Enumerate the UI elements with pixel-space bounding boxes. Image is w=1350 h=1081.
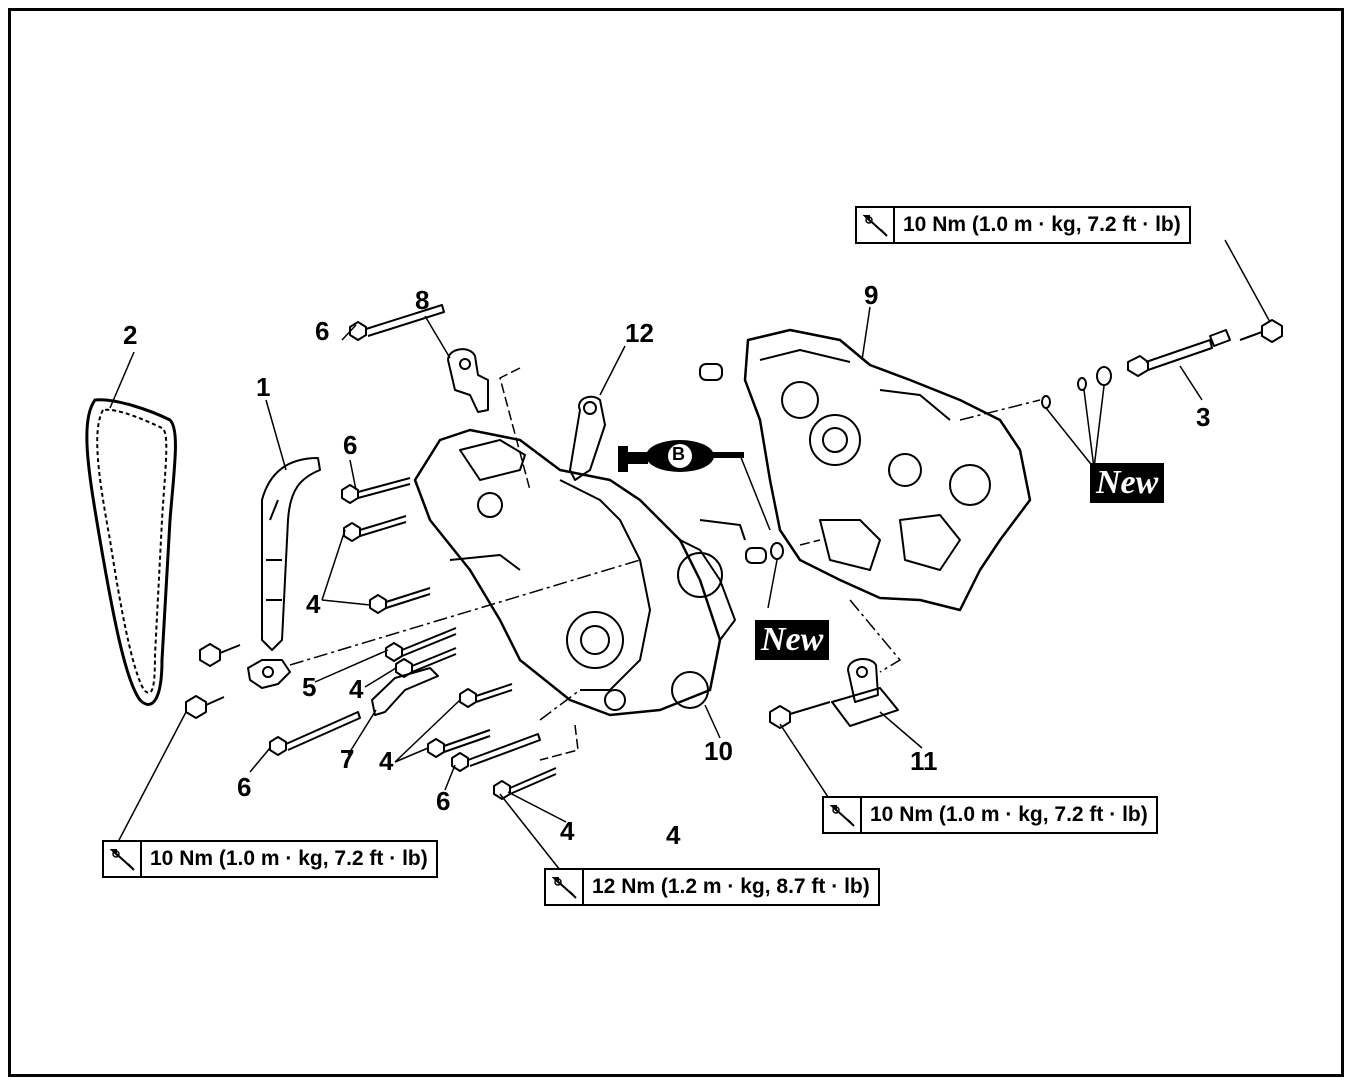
torque-wrench-icon bbox=[546, 870, 584, 904]
torque-spec-top-right: 10 Nm (1.0 m · kg, 7.2 ft · lb) bbox=[855, 206, 1191, 244]
callout-4: 4 bbox=[379, 746, 394, 776]
callout-11: 11 bbox=[910, 746, 938, 776]
sealant-tube-icon bbox=[618, 440, 744, 472]
torque-spec-bottom-center: 12 Nm (1.2 m · kg, 8.7 ft · lb) bbox=[544, 868, 880, 906]
callout-9: 9 bbox=[864, 280, 879, 310]
crankcase-long-bolt bbox=[1127, 319, 1283, 377]
callout-4: 4 bbox=[349, 674, 364, 704]
callout-5: 5 bbox=[302, 672, 317, 702]
callout-4: 4 bbox=[306, 589, 321, 619]
cable-clip-bracket bbox=[447, 348, 489, 413]
callout-4: 4 bbox=[560, 816, 575, 846]
callout-2: 2 bbox=[123, 320, 138, 350]
new-part-tag-right: New bbox=[1090, 463, 1165, 503]
callout-1: 1 bbox=[256, 372, 271, 402]
callout-6: 6 bbox=[315, 316, 330, 346]
chain-guide bbox=[247, 457, 321, 689]
guide-plate bbox=[371, 667, 439, 716]
dowel-pins bbox=[699, 363, 767, 564]
sealant-letter: B bbox=[672, 444, 685, 464]
left-crankcase bbox=[413, 428, 746, 717]
callout-7: 7 bbox=[340, 744, 355, 774]
callout-10: 10 bbox=[704, 736, 733, 766]
callout-12: 12 bbox=[625, 318, 654, 348]
callout-6: 6 bbox=[436, 786, 451, 816]
callout-6: 6 bbox=[343, 430, 358, 460]
crankcase-bolts bbox=[269, 304, 557, 800]
callout-8: 8 bbox=[415, 285, 430, 315]
torque-value: 10 Nm (1.0 m · kg, 7.2 ft · lb) bbox=[150, 847, 428, 870]
torque-spec-bottom-left: 10 Nm (1.0 m · kg, 7.2 ft · lb) bbox=[102, 840, 438, 878]
leader-lines bbox=[109, 239, 1271, 871]
callout-6: 6 bbox=[237, 772, 252, 802]
engine-bracket-arm bbox=[569, 395, 606, 481]
timing-chain bbox=[85, 398, 177, 706]
new-part-tag-center: New bbox=[755, 620, 830, 660]
callout-4: 4 bbox=[666, 820, 681, 850]
oil-strainer bbox=[769, 658, 899, 729]
right-crankcase bbox=[743, 328, 1032, 612]
torque-wrench-icon bbox=[857, 208, 895, 242]
o-rings bbox=[770, 366, 1112, 560]
sealant-marker: B bbox=[618, 438, 744, 483]
torque-wrench-icon bbox=[104, 842, 142, 876]
callout-3: 3 bbox=[1196, 402, 1211, 432]
torque-spec-bottom-right: 10 Nm (1.0 m · kg, 7.2 ft · lb) bbox=[822, 796, 1158, 834]
torque-value: 10 Nm (1.0 m · kg, 7.2 ft · lb) bbox=[870, 803, 1148, 826]
torque-wrench-icon bbox=[824, 798, 862, 832]
chain-guide-bolts bbox=[185, 643, 241, 719]
torque-value: 10 Nm (1.0 m · kg, 7.2 ft · lb) bbox=[903, 213, 1181, 236]
torque-value: 12 Nm (1.2 m · kg, 8.7 ft · lb) bbox=[592, 875, 870, 898]
